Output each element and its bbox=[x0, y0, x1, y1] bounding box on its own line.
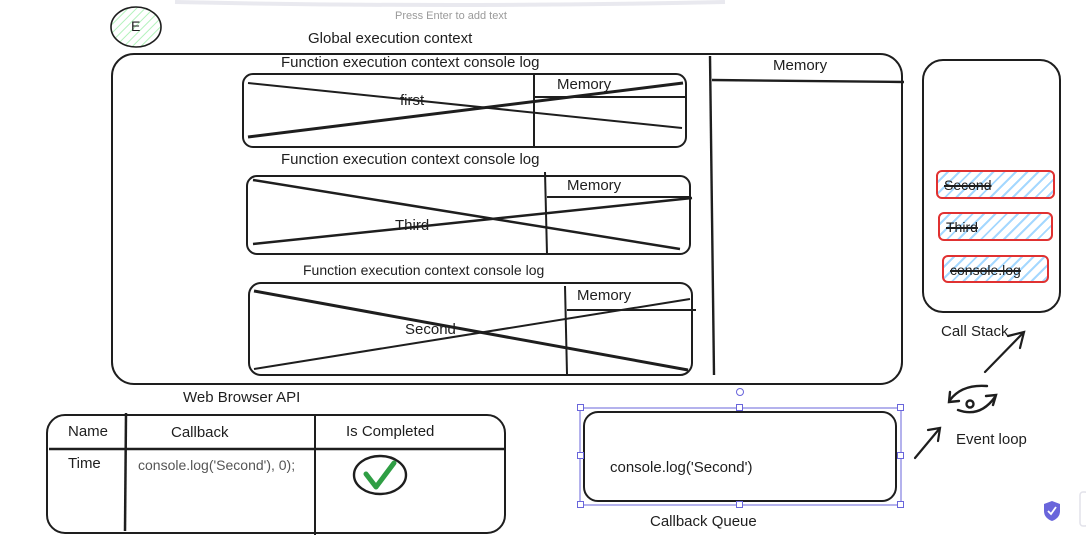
web-api-table-frame bbox=[46, 412, 506, 535]
context-second-memory: Memory bbox=[577, 287, 632, 304]
context-third-name: Third bbox=[395, 217, 430, 234]
global-context-frame bbox=[111, 53, 903, 385]
resize-handle-s[interactable] bbox=[736, 501, 743, 508]
stack-item-label: Third bbox=[946, 219, 978, 235]
rotate-handle[interactable] bbox=[736, 388, 744, 396]
stack-item-label: console.log bbox=[950, 262, 1021, 278]
global-memory-divider bbox=[708, 55, 716, 376]
col-header-callback: Callback bbox=[171, 424, 229, 441]
global-memory-label: Memory bbox=[773, 57, 828, 74]
queue-item: console.log('Second') bbox=[610, 459, 753, 476]
context-third-title: Function execution context console log bbox=[281, 151, 540, 168]
context-first-title: Function execution context console log bbox=[281, 54, 540, 71]
enter-hint: Press Enter to add text bbox=[395, 10, 507, 22]
call-stack-label: Call Stack bbox=[941, 323, 1009, 340]
callback-queue-label: Callback Queue bbox=[650, 513, 757, 530]
stack-item-third[interactable]: Third bbox=[938, 212, 1053, 241]
context-third bbox=[246, 171, 693, 255]
global-context-title: Global execution context bbox=[308, 30, 473, 47]
context-first-memory: Memory bbox=[557, 76, 612, 93]
stack-item-console-log[interactable]: console.log bbox=[942, 255, 1049, 283]
side-panel-edge bbox=[1079, 491, 1086, 527]
web-api-title: Web Browser API bbox=[183, 389, 301, 406]
resize-handle-nw[interactable] bbox=[577, 404, 584, 411]
context-first bbox=[242, 73, 687, 148]
stack-item-label: Second bbox=[944, 177, 992, 193]
callback-queue-frame bbox=[583, 411, 897, 502]
context-second-title: Function execution context console log bbox=[303, 262, 545, 278]
arrow-to-call-stack-icon bbox=[983, 330, 1026, 374]
completed-check-icon bbox=[352, 454, 408, 496]
resize-handle-w[interactable] bbox=[577, 452, 584, 459]
cell-name: Time bbox=[68, 455, 101, 472]
global-memory-line bbox=[711, 78, 905, 84]
resize-handle-sw[interactable] bbox=[577, 501, 584, 508]
col-header-completed: Is Completed bbox=[346, 423, 435, 440]
resize-handle-e[interactable] bbox=[897, 452, 904, 459]
context-second bbox=[248, 282, 696, 376]
context-second-name: Second bbox=[405, 321, 456, 338]
event-loop-icon bbox=[947, 384, 998, 414]
toolbar-edge bbox=[174, 0, 726, 7]
arrow-from-queue-icon bbox=[913, 426, 942, 460]
selection-box bbox=[579, 407, 902, 506]
resize-handle-se[interactable] bbox=[897, 501, 904, 508]
avatar-letter: E bbox=[131, 18, 141, 34]
context-third-memory: Memory bbox=[567, 177, 622, 194]
event-loop-label: Event loop bbox=[956, 431, 1027, 448]
resize-handle-ne[interactable] bbox=[897, 404, 904, 411]
stack-item-second[interactable]: Second bbox=[936, 170, 1055, 199]
shield-icon[interactable] bbox=[1044, 501, 1060, 521]
resize-handle-n[interactable] bbox=[736, 404, 743, 411]
shield-check-icon bbox=[1047, 506, 1057, 516]
cell-callback: console.log('Second'), 0); bbox=[138, 457, 296, 473]
avatar-circle[interactable] bbox=[110, 6, 162, 48]
call-stack-frame bbox=[922, 59, 1061, 313]
context-first-name: first bbox=[400, 92, 425, 109]
col-header-name: Name bbox=[68, 423, 109, 440]
